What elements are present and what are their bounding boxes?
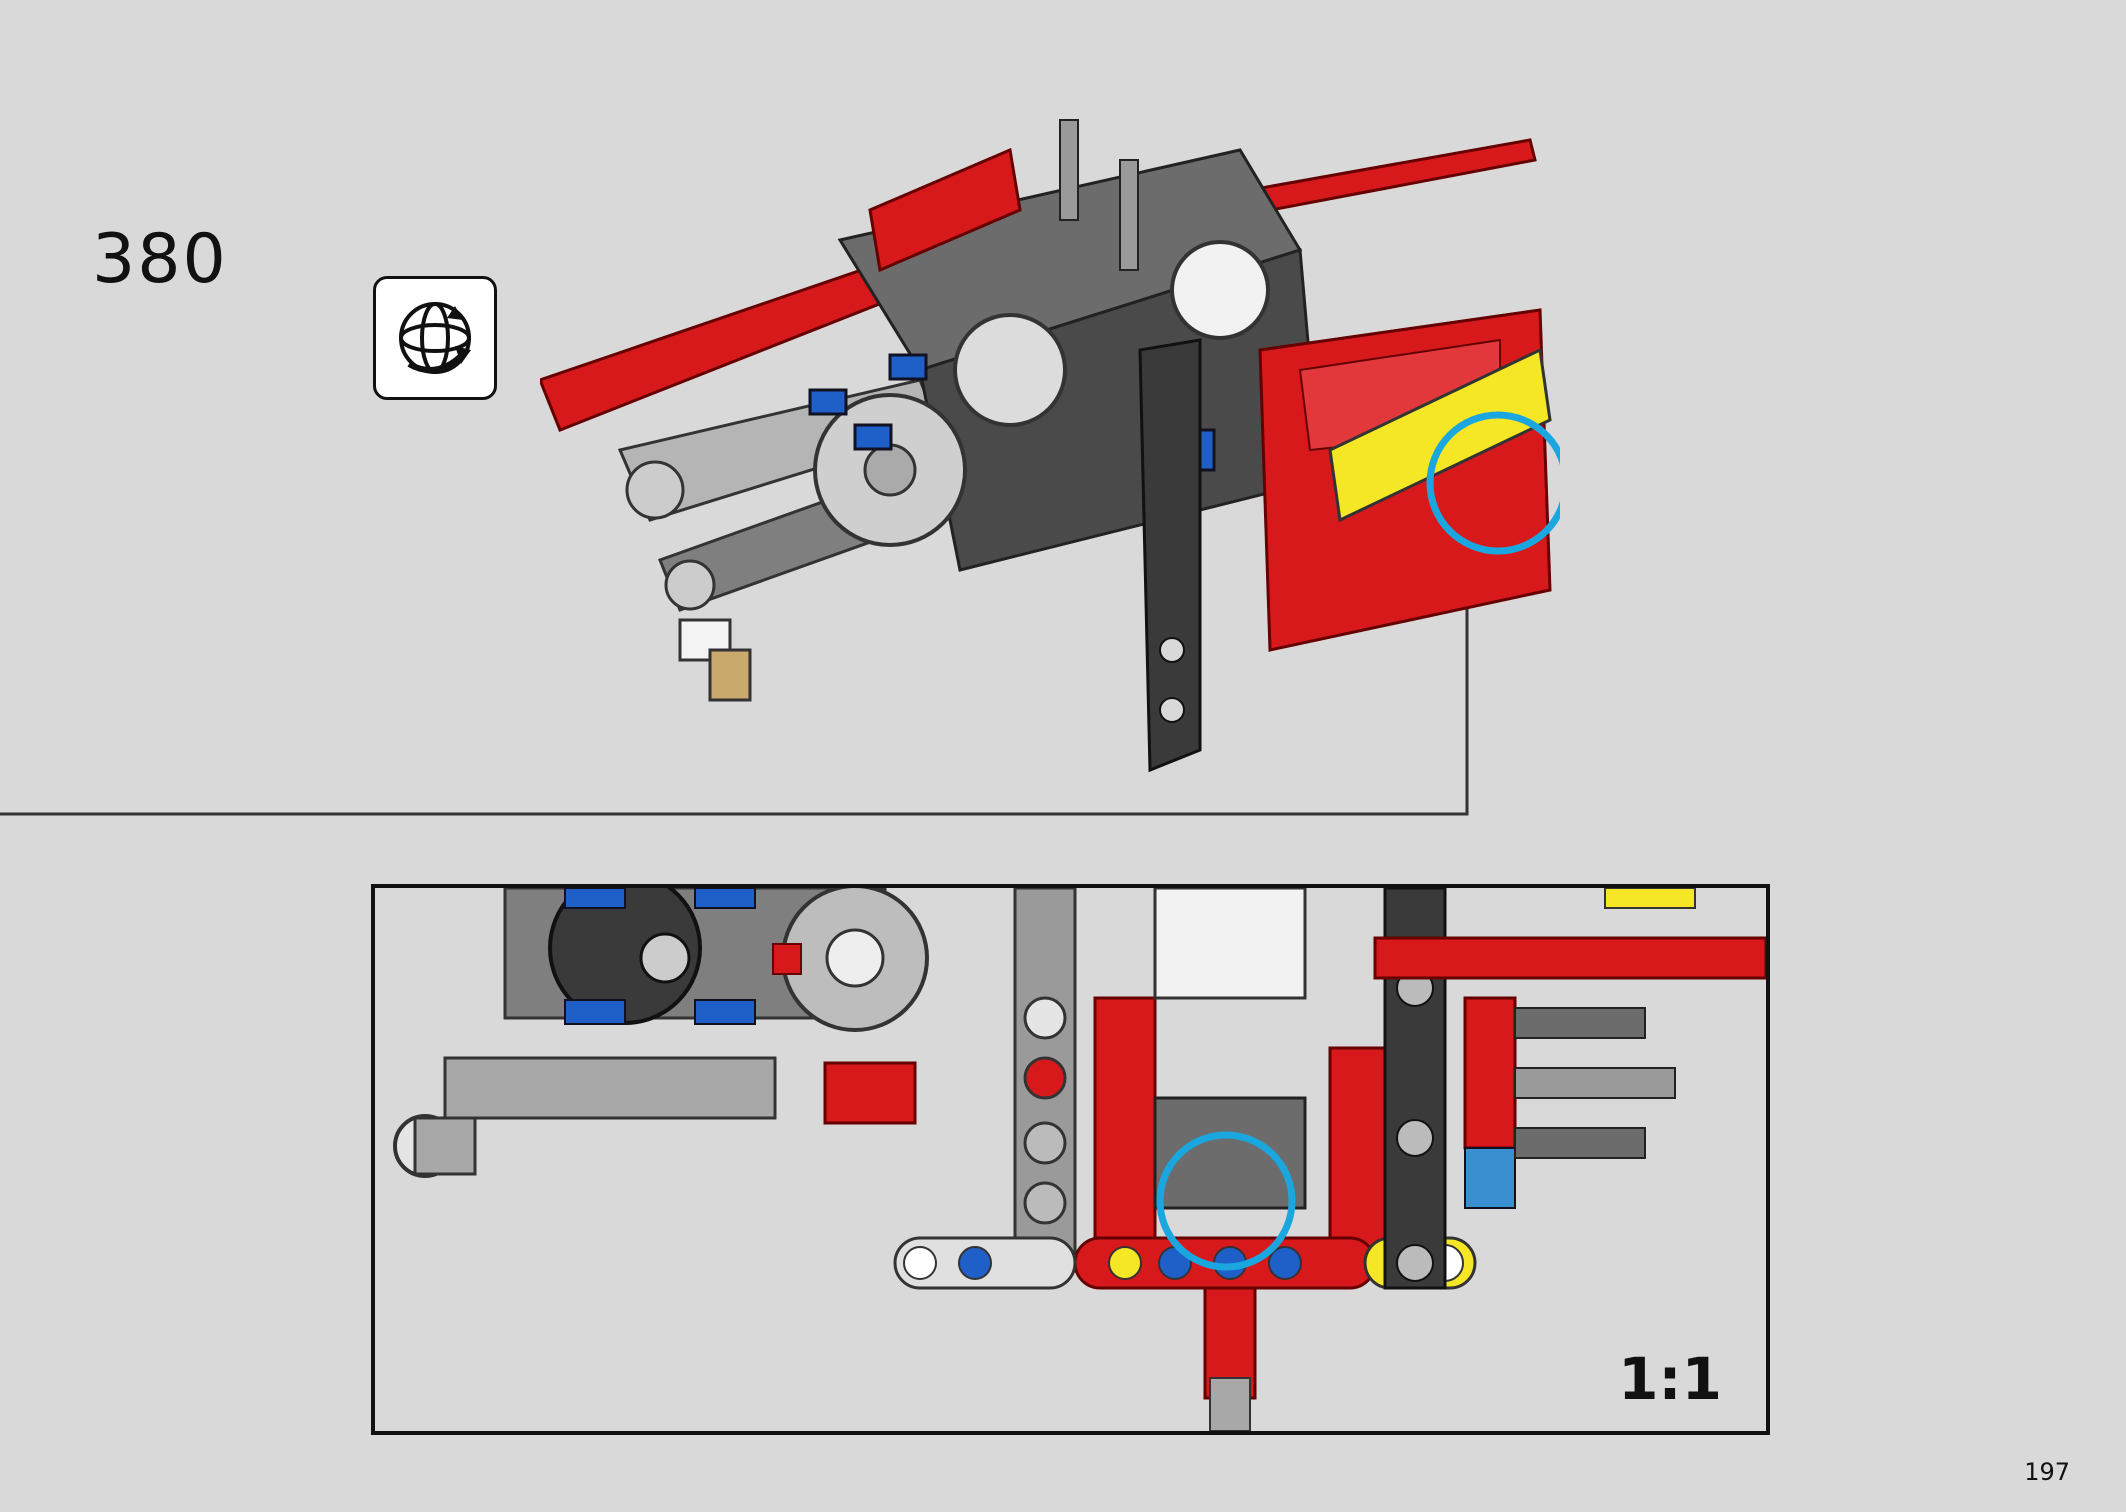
white-gear bbox=[1170, 240, 1270, 340]
red-lever-upper bbox=[868, 147, 1022, 273]
yellow-beam bbox=[1328, 347, 1552, 523]
top-axles bbox=[1059, 119, 1139, 271]
subassembly-detail-frame: 1:1 bbox=[371, 884, 1770, 1435]
step-number: 380 bbox=[92, 220, 228, 299]
white-gear-center bbox=[1153, 888, 1307, 1000]
dark-gear-left bbox=[548, 888, 756, 1025]
main-model-illustration bbox=[540, 119, 1560, 773]
red-gear-right bbox=[1463, 996, 1676, 1209]
black-vertical-beam bbox=[1138, 338, 1202, 773]
page-number: 197 bbox=[2024, 1458, 2070, 1486]
gear-small bbox=[953, 313, 1067, 427]
scale-label: 1:1 bbox=[1618, 1345, 1722, 1413]
subassembly-illustration bbox=[393, 888, 1766, 1431]
gear-large bbox=[813, 393, 967, 547]
highlight-circle-main bbox=[1426, 411, 1560, 555]
tan-axle-end bbox=[678, 618, 752, 702]
rotate-model-icon bbox=[399, 302, 471, 374]
gray-lever-bottom bbox=[893, 1236, 1077, 1290]
red-beam-top-right bbox=[1373, 936, 1766, 980]
highlight-circle-sub bbox=[1156, 1131, 1296, 1271]
rotate-model-box bbox=[373, 276, 497, 400]
light-gear bbox=[772, 888, 929, 1032]
gray-beam-vertical bbox=[1013, 888, 1077, 1270]
